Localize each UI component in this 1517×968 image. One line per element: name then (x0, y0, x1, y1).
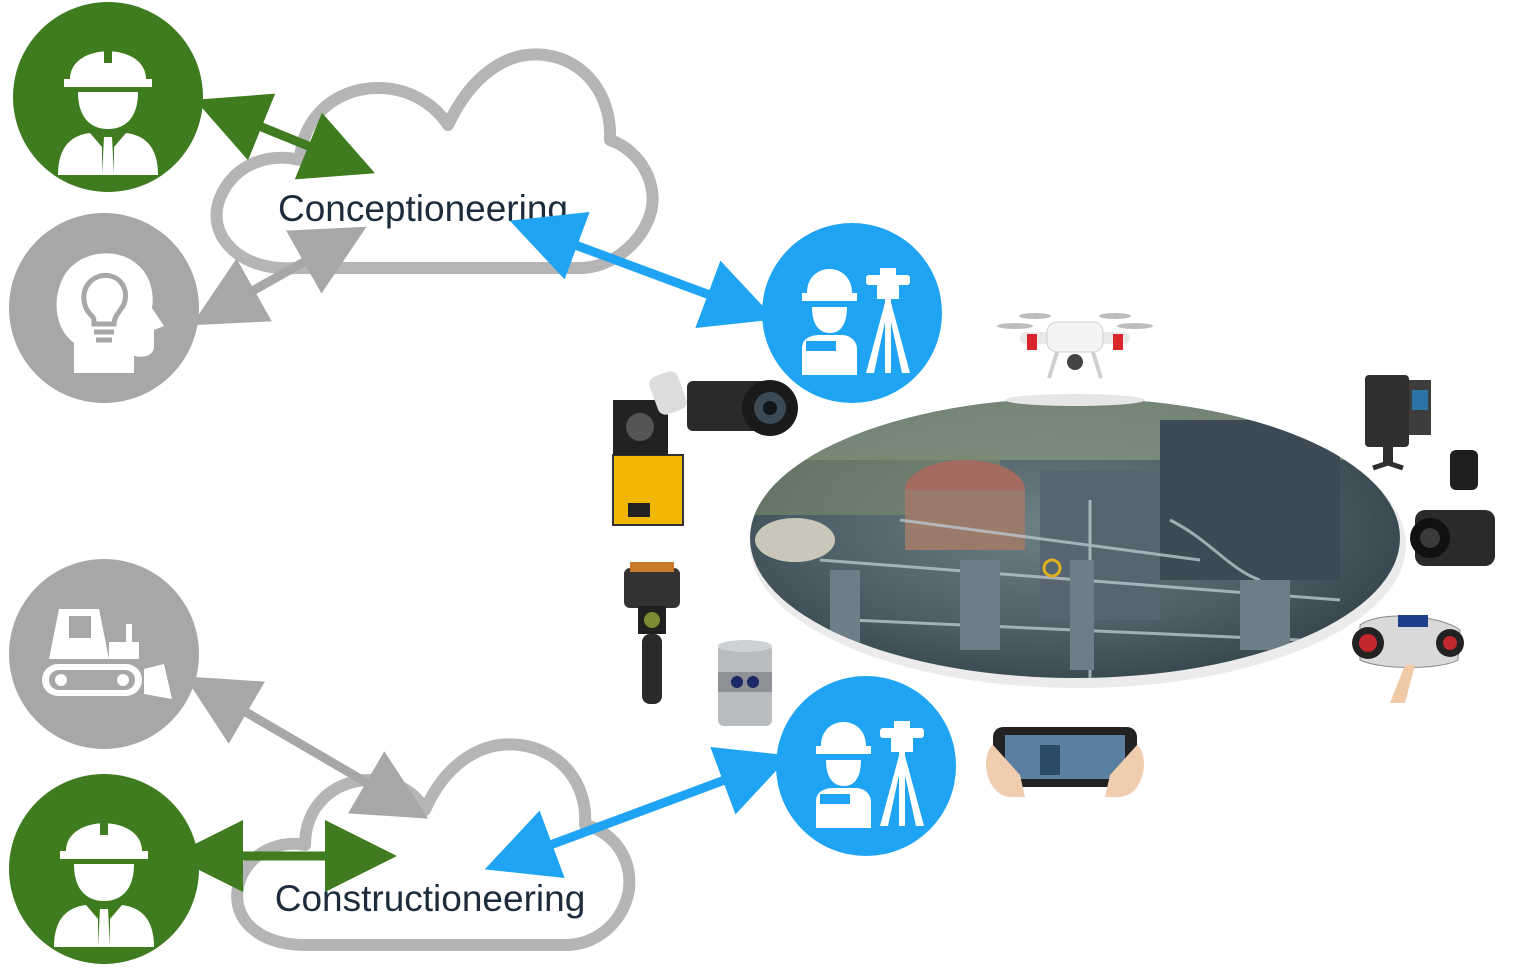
arrow-idea-to-conceptioneering (191, 226, 367, 326)
arrows (171, 93, 791, 892)
bulldozer-icon (9, 559, 199, 749)
arrow-engineer-to-conceptioneering (194, 93, 376, 180)
conceptioneering-label: Conceptioneering (278, 188, 568, 229)
gimbal-camera-icon (1410, 450, 1495, 566)
mirrorless-camera-icon (687, 380, 798, 436)
handheld-3d-scanner-icon (1352, 615, 1464, 703)
smartphone-icon (986, 727, 1144, 797)
handheld-slam-scanner-icon (624, 562, 680, 704)
industrial-site-photo (750, 398, 1406, 688)
surveyor-icon-bottom (776, 676, 956, 856)
engineer-icon-bottom (9, 774, 199, 964)
arrow-bulldozer-to-constructioneering (184, 676, 429, 819)
drone-icon (997, 313, 1153, 406)
engineer-icon-top (13, 2, 203, 192)
arrow-constructioneering-to-surveyor (484, 746, 791, 879)
gnss-receiver-icon (612, 371, 687, 526)
surveyor-icon-top (762, 223, 942, 403)
cloud-conceptioneering: Conceptioneering (210, 48, 659, 275)
lightbulb-head-icon (9, 213, 199, 403)
terrestrial-laser-scanner-icon (1365, 375, 1431, 471)
arrow-conceptioneering-to-surveyor (509, 211, 776, 329)
cloud-constructioneering: Constructioneering (231, 738, 636, 951)
constructioneering-label: Constructioneering (275, 878, 586, 919)
mobile-mapping-unit-icon (718, 640, 772, 726)
